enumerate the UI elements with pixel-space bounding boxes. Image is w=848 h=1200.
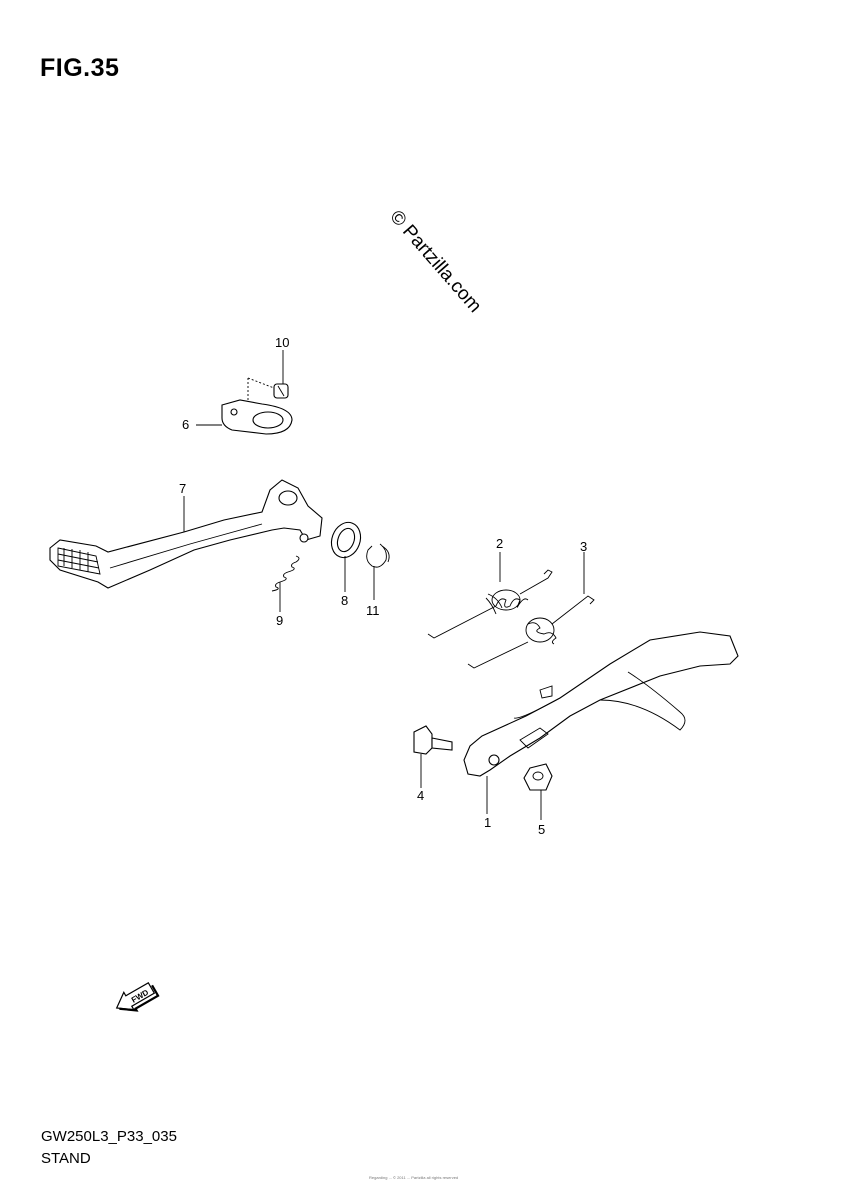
- section-name: STAND: [41, 1150, 91, 1167]
- bolt-part-4[interactable]: [413, 725, 453, 788]
- spring-part-2[interactable]: [427, 552, 553, 639]
- callout-6: 6: [182, 417, 189, 432]
- fine-print: Regarding ... © 2011 ... Partzilla all r…: [369, 1175, 459, 1180]
- fwd-arrow-icon: FWD: [115, 981, 160, 1012]
- callout-9: 9: [276, 613, 283, 628]
- callout-3: 3: [580, 539, 587, 554]
- callout-11: 11: [366, 603, 380, 618]
- callout-5: 5: [538, 822, 545, 837]
- model-code: GW250L3_P33_035: [41, 1128, 177, 1145]
- callout-10: 10: [275, 335, 289, 350]
- callout-7: 7: [179, 481, 186, 496]
- side-stand-part-1[interactable]: [463, 631, 739, 814]
- figure-title: FIG.35: [40, 54, 120, 82]
- spring-part-9[interactable]: [271, 555, 300, 612]
- circlip-part-11[interactable]: [366, 543, 390, 600]
- bracket-plate-part-6[interactable]: [196, 399, 293, 435]
- bolt-part-10[interactable]: [247, 350, 289, 400]
- nut-part-5[interactable]: [523, 763, 553, 820]
- callout-1: 1: [484, 815, 491, 830]
- callout-4: 4: [417, 788, 424, 803]
- brake-pedal-part-7[interactable]: [49, 479, 323, 589]
- callout-2: 2: [496, 536, 503, 551]
- callout-8: 8: [341, 593, 348, 608]
- spring-part-3[interactable]: [467, 552, 595, 669]
- washer-part-8[interactable]: [327, 518, 366, 592]
